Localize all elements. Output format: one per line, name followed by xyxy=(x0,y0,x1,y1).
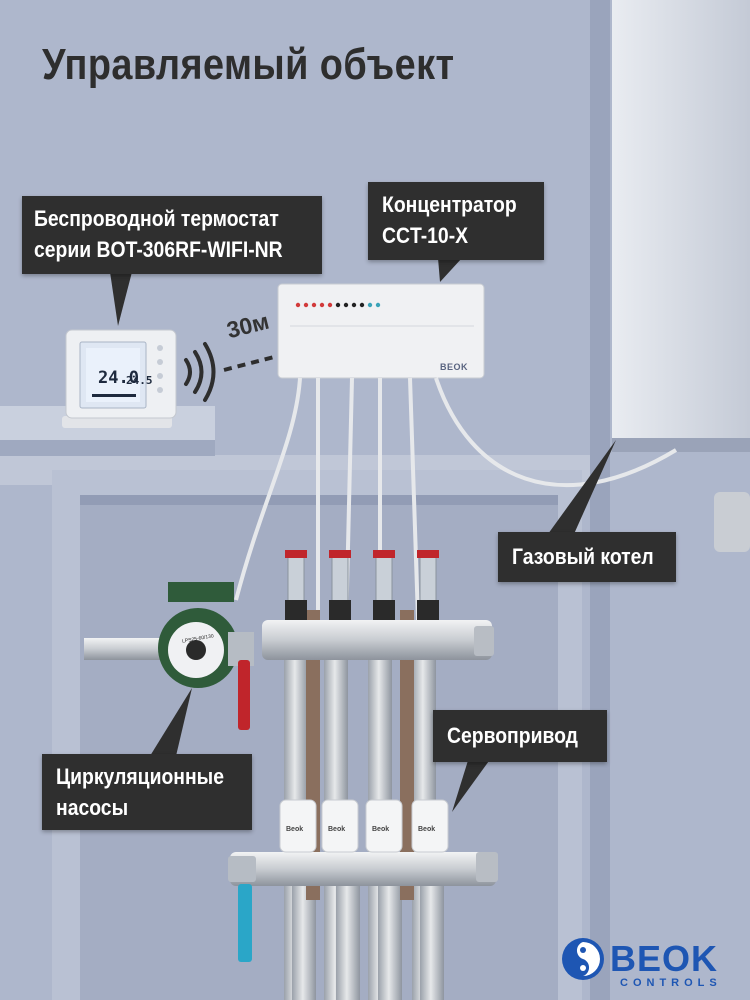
callout-pump: Циркуляционные насосы xyxy=(42,754,252,830)
callout-servo-line1: Сервопривод xyxy=(447,723,578,748)
callout-hub-line1: Концентратор xyxy=(382,192,517,217)
servo-brand-label: Beok xyxy=(286,826,304,833)
hub-brand-label: BEOK xyxy=(440,362,469,372)
callout-thermostat: Беспроводной термостат серии BOT-306RF-W… xyxy=(22,196,322,274)
callout-boiler: Газовый котел xyxy=(498,532,676,582)
callout-boiler-line1: Газовый котел xyxy=(512,544,654,569)
servo-brand-label: Beok xyxy=(328,826,346,833)
servo-brand-label: Beok xyxy=(372,826,390,833)
servo-brand-label: Beok xyxy=(418,826,436,833)
callout-thermostat-line2: серии BOT-306RF-WIFI-NR xyxy=(34,237,283,262)
logo-tagline: CONTROLS xyxy=(620,977,722,989)
beok-logo-icon xyxy=(562,938,604,980)
logo-name: BEOK xyxy=(610,938,719,979)
brand-logo: BEOK CONTROLS xyxy=(560,934,740,992)
thermostat-setpoint: 24.5 xyxy=(126,374,153,387)
callout-thermostat-line1: Беспроводной термостат xyxy=(34,206,279,231)
callout-pump-line2: насосы xyxy=(56,795,129,820)
callout-pump-line1: Циркуляционные xyxy=(56,764,224,789)
thermostat-temperature: 24.0 xyxy=(98,368,139,388)
page-title: Управляемый объект xyxy=(42,40,455,89)
callout-servo: Сервопривод xyxy=(433,710,607,762)
callout-hub-line2: CCT-10-X xyxy=(382,223,469,248)
callout-hub: Концентратор CCT-10-X xyxy=(368,182,544,260)
